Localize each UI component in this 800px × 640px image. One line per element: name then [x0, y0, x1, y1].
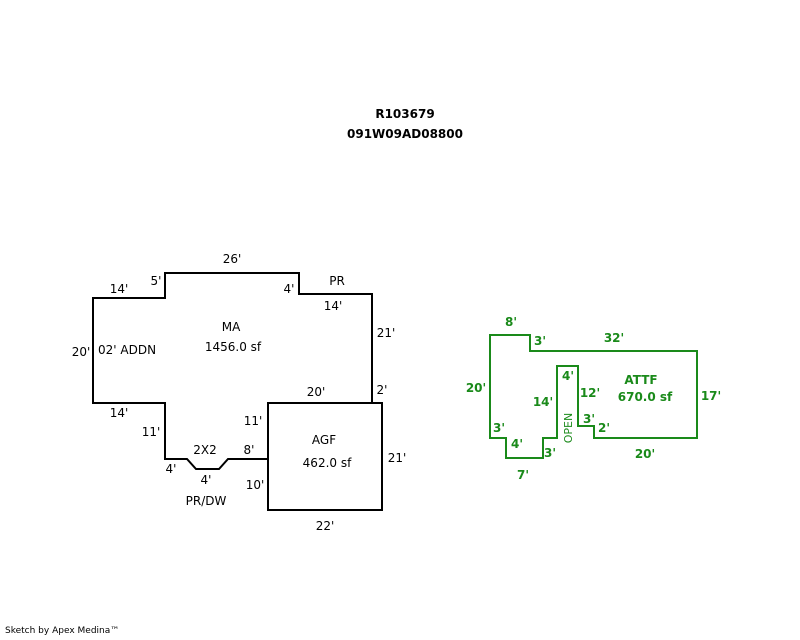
dim-right-14: 14'	[324, 299, 343, 313]
dim-agf-left-11: 11'	[244, 414, 263, 428]
area-agf-name: AGF	[312, 433, 336, 447]
attf-dim-bottom-7: 7'	[517, 468, 529, 482]
dim-agf-left-10: 10'	[246, 478, 265, 492]
dim-left-20: 20'	[72, 345, 91, 359]
area-ma-size: 1456.0 sf	[205, 340, 262, 354]
footer-credit: Sketch by Apex Medina™	[5, 626, 120, 636]
dim-notch-4: 4'	[201, 473, 212, 487]
attf-dim-inner-12: 12'	[580, 386, 600, 400]
attf-outline	[489, 334, 698, 459]
attf-dim-left-20: 20'	[466, 381, 486, 395]
dim-left-11: 11'	[142, 425, 161, 439]
dim-right-8: 8'	[244, 443, 255, 457]
note-addn: 02' ADDN	[98, 343, 156, 357]
note-2x2: 2X2	[193, 443, 217, 457]
dim-step-5: 5'	[151, 274, 162, 288]
dim-agf-right-21: 21'	[388, 451, 407, 465]
attf-dim-top-8: 8'	[505, 315, 517, 329]
attf-dim-left-3: 3'	[493, 421, 505, 435]
dim-right-2: 2'	[377, 383, 388, 397]
note-pr: PR	[329, 274, 345, 288]
note-pr-dw: PR/DW	[186, 494, 227, 508]
attf-area-size: 670.0 sf	[618, 390, 673, 404]
dim-left-14-bottom: 14'	[110, 406, 129, 420]
attf-dim-notch-4: 4'	[511, 437, 523, 451]
dim-agf-top-20: 20'	[307, 385, 326, 399]
parcel-id: R103679	[375, 107, 434, 121]
agf-outline	[267, 402, 383, 511]
attf-dim-inner-2: 2'	[598, 421, 610, 435]
dim-bottom-4-left: 4'	[166, 462, 177, 476]
attf-dim-top-32: 32'	[604, 331, 624, 345]
attf-dim-bottom-20: 20'	[635, 447, 655, 461]
attf-dim-step-3: 3'	[534, 334, 546, 348]
attf-dim-inner-14: 14'	[533, 395, 553, 409]
dim-top-26: 26'	[223, 252, 242, 266]
attf-dim-notch-3: 3'	[544, 446, 556, 460]
map-number: 091W09AD08800	[347, 127, 463, 141]
attf-open-label: OPEN	[562, 413, 575, 443]
dim-step-4: 4'	[284, 282, 295, 296]
attf-dim-right-17: 17'	[701, 389, 721, 403]
area-agf-size: 462.0 sf	[303, 456, 352, 470]
attf-dim-inner-3: 3'	[583, 412, 595, 426]
area-ma-name: MA	[222, 320, 241, 334]
dim-right-21: 21'	[377, 326, 396, 340]
dim-left-14-top: 14'	[110, 282, 129, 296]
dim-agf-bottom-22: 22'	[316, 519, 335, 533]
attf-dim-inner-4: 4'	[562, 369, 574, 383]
attf-area-name: ATTF	[624, 373, 657, 387]
